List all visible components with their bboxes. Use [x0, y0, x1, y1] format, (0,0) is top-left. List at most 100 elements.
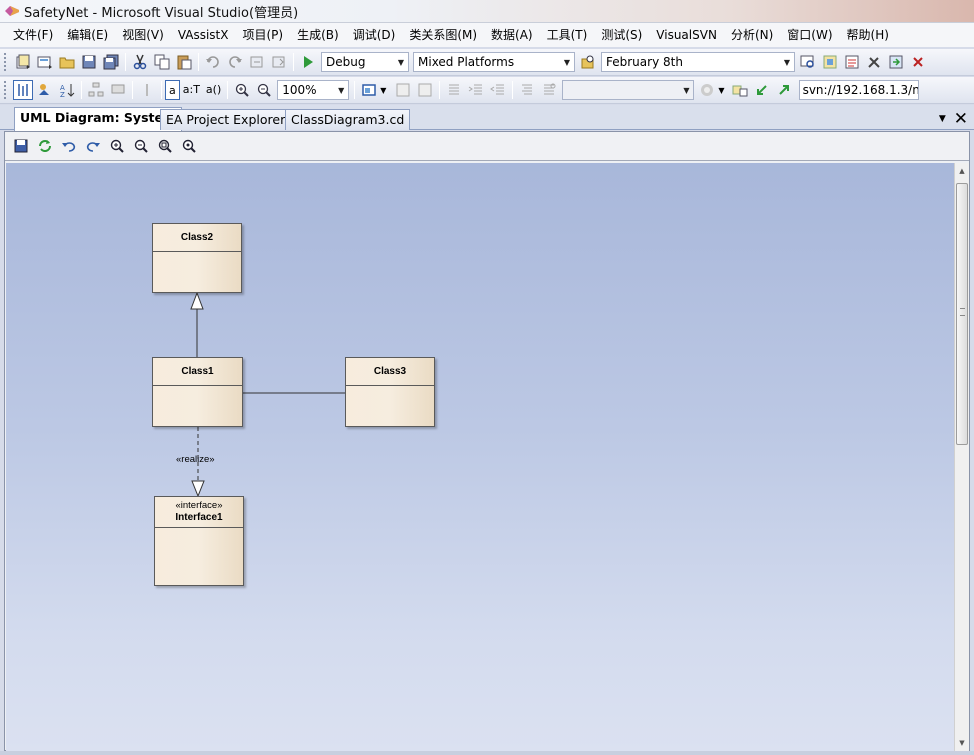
menu-build[interactable]: 生成(B) [297, 28, 339, 42]
start-page-icon[interactable] [886, 52, 906, 72]
scroll-down-icon[interactable]: ▼ [959, 739, 965, 747]
generalization-arrowhead [190, 291, 204, 310]
new-project-icon[interactable] [13, 52, 33, 72]
navigate-back-icon[interactable] [247, 52, 267, 72]
find-in-files-icon[interactable] [578, 52, 598, 72]
disabled-action-icon[interactable] [697, 80, 717, 100]
platform-select[interactable]: Mixed Platforms ▼ [413, 52, 575, 72]
zoom-in-icon[interactable] [106, 136, 128, 156]
uml-class-class2[interactable]: Class2 [152, 223, 242, 293]
uml-interface-interface1[interactable]: «interface» Interface1 [154, 496, 244, 586]
outdent-icon[interactable] [488, 80, 508, 100]
copy-icon[interactable] [152, 52, 172, 72]
zoom-fit-icon[interactable] [154, 136, 176, 156]
toolbar-grip[interactable] [4, 81, 8, 99]
comment-icon[interactable] [444, 80, 464, 100]
bookmark-icon[interactable] [539, 80, 559, 100]
menu-visualsvn[interactable]: VisualSVN [656, 28, 717, 42]
scroll-up-icon[interactable]: ▲ [959, 167, 965, 175]
dropdown-arrow-icon[interactable]: ▼ [783, 57, 791, 67]
solution-explorer-icon[interactable] [820, 52, 840, 72]
add-item-icon[interactable] [35, 52, 55, 72]
tab-list-dropdown-icon[interactable]: ▼ [938, 114, 946, 124]
undo-icon[interactable] [203, 52, 223, 72]
menu-window[interactable]: 窗口(W) [787, 28, 833, 42]
zoom-out-icon[interactable] [130, 136, 152, 156]
save-icon[interactable] [10, 136, 32, 156]
display-name-type-button[interactable]: a:T [182, 83, 200, 96]
menu-analyze[interactable]: 分析(N) [730, 28, 774, 42]
svn-url-field[interactable]: svn://192.168.1.3/nV [798, 80, 919, 100]
start-debug-icon[interactable] [298, 52, 318, 72]
open-folder-icon[interactable] [57, 52, 77, 72]
group-by-access-icon[interactable] [35, 80, 55, 100]
vcs-commit-icon[interactable] [393, 80, 413, 100]
tab-classdiagram3[interactable]: ClassDiagram3.cd [285, 109, 411, 130]
standard-toolbar: Debug ▼ Mixed Platforms ▼ February 8th ▼ [0, 49, 974, 76]
toolbar-grip[interactable] [4, 53, 8, 71]
menu-vassistx[interactable]: VAssistX [177, 28, 229, 42]
zoom-out-icon[interactable] [254, 80, 274, 100]
menu-project[interactable]: 项目(P) [242, 28, 284, 42]
dropdown-arrow-icon[interactable]: ▼ [397, 57, 405, 67]
zoom-select[interactable]: 100% ▼ [277, 80, 350, 100]
toolbox-icon[interactable] [864, 52, 884, 72]
save-icon[interactable] [79, 52, 99, 72]
display-signature-button[interactable]: a() [205, 83, 222, 96]
menu-tools[interactable]: 工具(T) [546, 28, 588, 42]
dropdown-arrow-icon[interactable]: ▼ [338, 85, 345, 95]
zoom-reset-icon[interactable] [178, 136, 200, 156]
adjust-shapes-icon[interactable] [108, 80, 128, 100]
indent-icon[interactable] [466, 80, 486, 100]
layout-diagram-icon[interactable] [86, 80, 106, 100]
uml-class-class1[interactable]: Class1 [152, 357, 243, 427]
dropdown-arrow-icon[interactable]: ▼ [683, 85, 690, 95]
find-combo[interactable]: February 8th ▼ [601, 52, 795, 72]
toolbar-overflow-icon[interactable]: ▼ [718, 85, 725, 95]
properties-icon[interactable] [842, 52, 862, 72]
scrollbar-thumb[interactable] [956, 183, 968, 445]
configuration-select[interactable]: Debug ▼ [321, 52, 409, 72]
cut-icon[interactable] [130, 52, 150, 72]
separator [439, 81, 441, 99]
uml-class-class3[interactable]: Class3 [345, 357, 435, 427]
redo-icon[interactable] [225, 52, 245, 72]
diagram-canvas[interactable]: Class2 Class1 Class3 «realize» «interfac… [6, 163, 955, 751]
menu-edit[interactable]: 编辑(E) [67, 28, 109, 42]
navigate-forward-icon[interactable] [269, 52, 289, 72]
tab-uml-diagram-system[interactable]: UML Diagram: System [14, 107, 182, 131]
display-name-button[interactable]: a [165, 80, 180, 100]
refresh-icon[interactable] [34, 136, 56, 156]
menu-class-diagram[interactable]: 类关系图(M) [409, 28, 478, 42]
close-icon[interactable] [908, 52, 928, 72]
svg-text:A: A [60, 84, 65, 92]
export-diagram-icon[interactable] [359, 80, 379, 100]
menu-data[interactable]: 数据(A) [491, 28, 533, 42]
tab-ea-project-explorer[interactable]: EA Project Explorer [160, 109, 292, 130]
close-tab-icon[interactable]: ✕ [953, 109, 968, 129]
uncomment-icon[interactable] [517, 80, 537, 100]
svn-browse-icon[interactable] [730, 80, 750, 100]
group-by-kind-icon[interactable] [13, 80, 33, 100]
zoom-in-icon[interactable] [232, 80, 252, 100]
menu-view[interactable]: 视图(V) [122, 28, 164, 42]
toolbar-overflow-icon[interactable]: ▼ [380, 85, 387, 95]
menu-help[interactable]: 帮助(H) [846, 28, 889, 42]
vertical-scrollbar[interactable]: ▲ ▼ [954, 163, 969, 751]
svn-update-icon[interactable] [752, 80, 772, 100]
menu-test[interactable]: 测试(S) [601, 28, 643, 42]
menu-debug[interactable]: 调试(D) [352, 28, 396, 42]
dropdown-arrow-icon[interactable]: ▼ [563, 57, 571, 67]
redo-icon[interactable] [82, 136, 104, 156]
menu-file[interactable]: 文件(F) [13, 28, 54, 42]
undo-icon[interactable] [58, 136, 80, 156]
svn-commit-icon[interactable] [774, 80, 794, 100]
paste-icon[interactable] [174, 52, 194, 72]
save-all-icon[interactable] [101, 52, 121, 72]
delete-icon[interactable] [137, 80, 157, 100]
solution-config-select[interactable]: ▼ [562, 80, 695, 100]
find-icon[interactable] [798, 52, 818, 72]
vcs-update-icon[interactable] [415, 80, 435, 100]
